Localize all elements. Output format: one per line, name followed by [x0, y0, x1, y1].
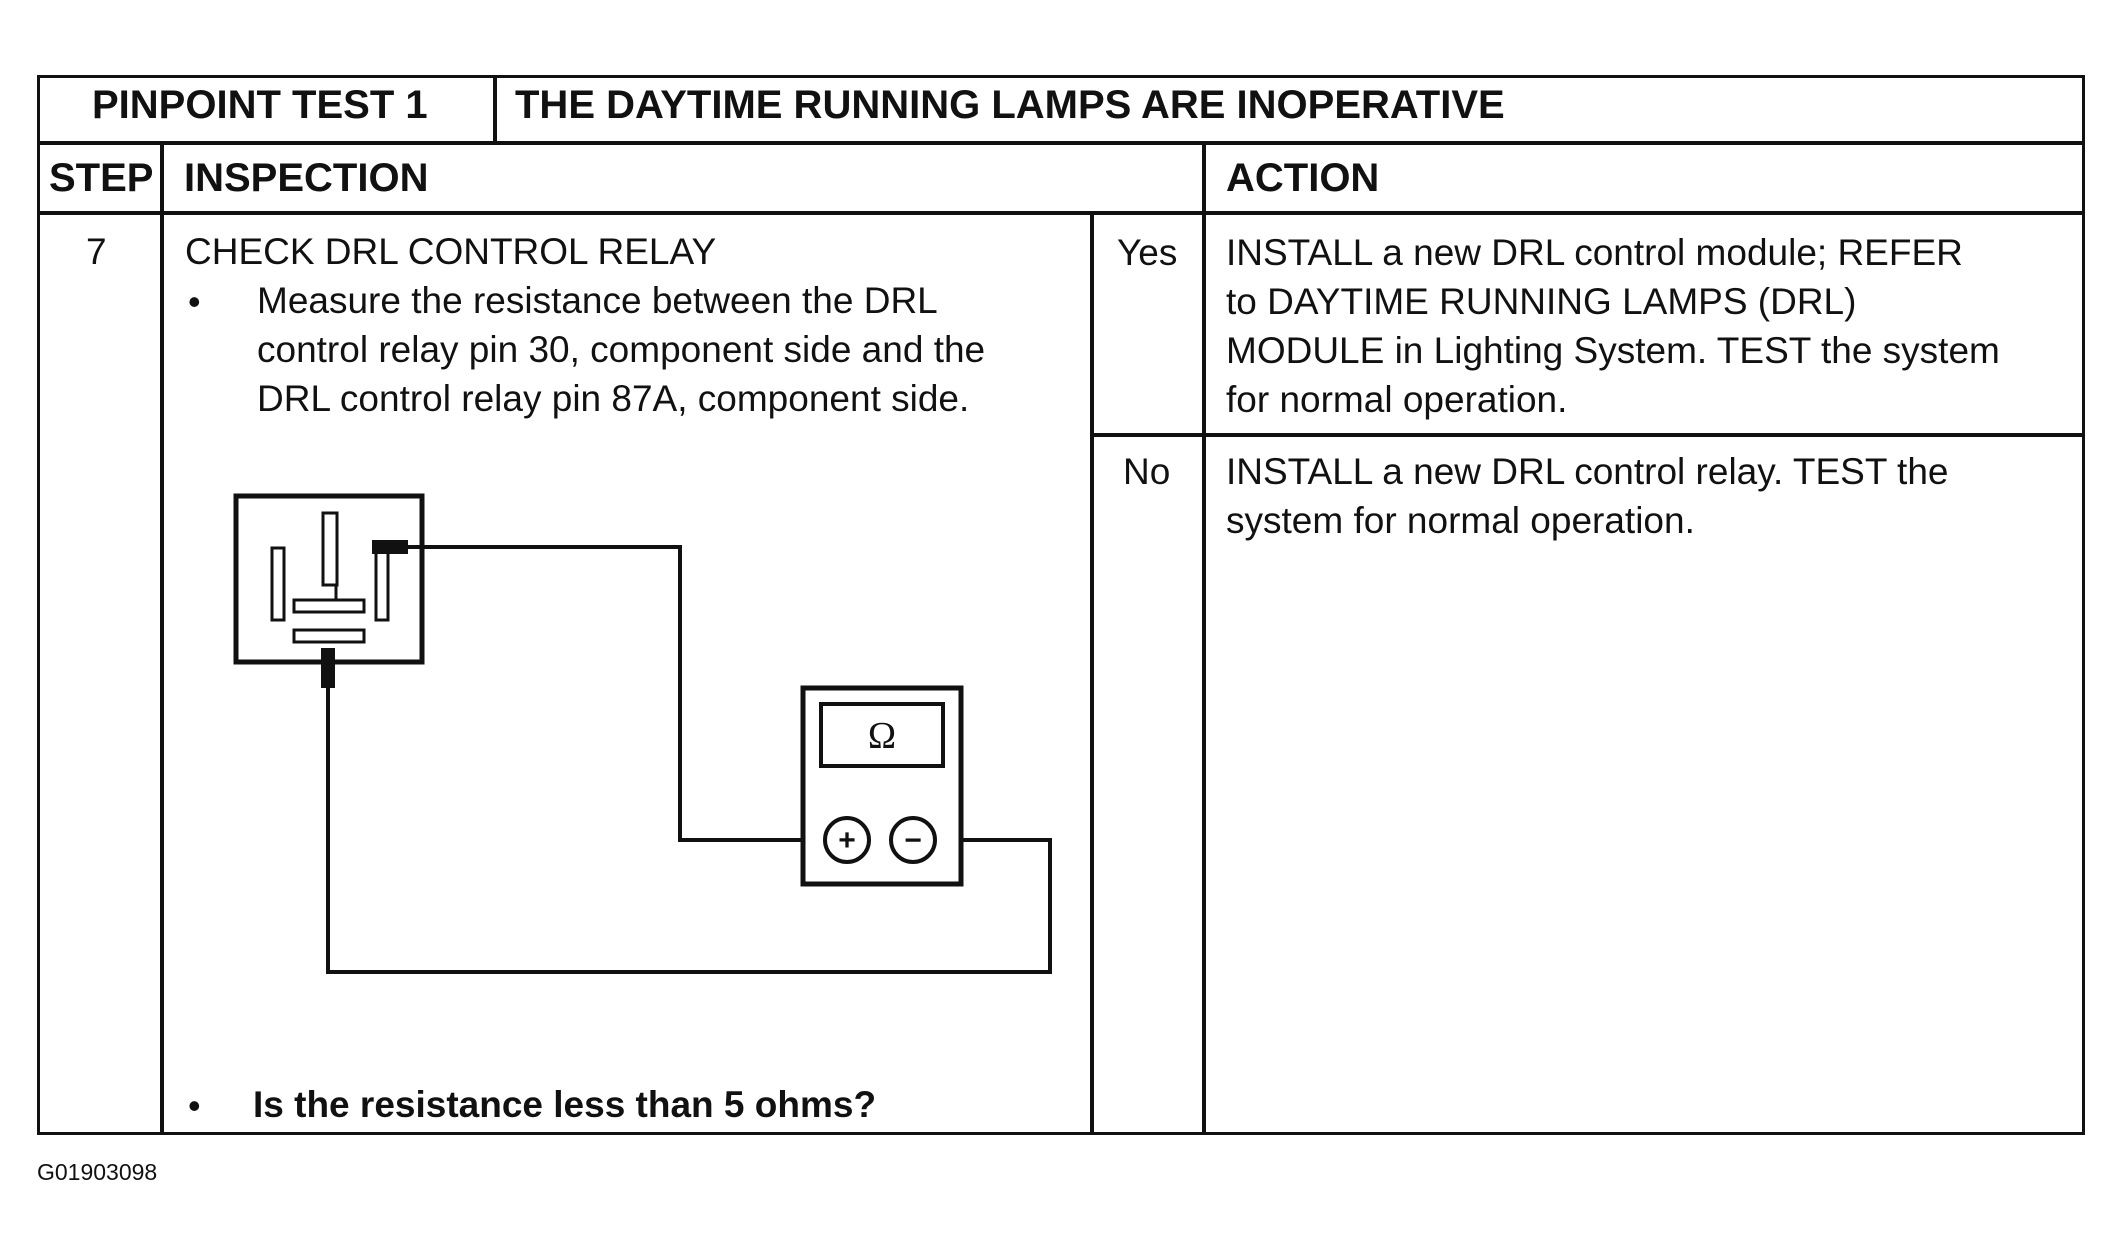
answer-yes-line-3: MODULE in Lighting System. TEST the syst… [1226, 330, 2000, 371]
positive-probe-tip [372, 540, 408, 554]
instruction-line-3: DRL control relay pin 87A, component sid… [257, 378, 970, 419]
answer-no-line-2: system for normal operation. [1226, 500, 1695, 541]
answer-yes-line-1: INSTALL a new DRL control module; REFER [1226, 232, 1963, 273]
answer-divider-rule [1093, 433, 2085, 437]
answer-yes-line-2: to DAYTIME RUNNING LAMPS (DRL) [1226, 281, 1857, 322]
instruction-bullet: • [188, 281, 201, 322]
column-header-step: STEP [49, 156, 154, 200]
step-title: CHECK DRL CONTROL RELAY [185, 231, 717, 272]
relay-pin [292, 598, 366, 614]
instruction-line-1: Measure the resistance between the DRL [257, 280, 938, 321]
instruction-line-2: control relay pin 30, component side and… [257, 329, 986, 370]
answer-no-line-1: INSTALL a new DRL control relay. TEST th… [1226, 451, 1949, 492]
answer-no-label: No [1123, 451, 1171, 492]
step-column-divider [160, 141, 164, 1135]
negative-terminal [889, 816, 937, 864]
column-header-inspection: INSPECTION [184, 156, 429, 200]
answer-column-divider [1090, 211, 1094, 1135]
positive-test-lead [408, 545, 820, 842]
answer-yes-label: Yes [1117, 232, 1178, 273]
column-header-rule-left [37, 211, 2085, 215]
relay-pin [292, 628, 366, 644]
relay-resistance-diagram: Ω + − [233, 493, 1052, 974]
step-number: 7 [86, 231, 107, 272]
resistance-question: Is the resistance less than 5 ohms? [253, 1084, 877, 1125]
answer-yes-line-4: for normal operation. [1226, 379, 1568, 420]
figure-id: G01903098 [37, 1159, 158, 1185]
inspection-action-divider [1202, 141, 1206, 1135]
negative-probe-tip [321, 648, 335, 688]
negative-terminal-symbol: − [904, 824, 922, 857]
ohm-symbol: Ω [868, 715, 896, 757]
test-label: PINPOINT TEST 1 [92, 83, 428, 127]
question-bullet: • [188, 1085, 201, 1126]
relay-pin [321, 511, 339, 587]
relay-pin [374, 546, 390, 622]
header-divider [493, 75, 497, 143]
relay-pin [270, 546, 286, 622]
positive-terminal [823, 816, 871, 864]
test-table-frame [37, 75, 2085, 1135]
positive-terminal-symbol: + [838, 824, 856, 857]
header-bottom-rule [37, 141, 2085, 145]
column-header-action: ACTION [1226, 156, 1380, 200]
test-title: THE DAYTIME RUNNING LAMPS ARE INOPERATIV… [515, 83, 1505, 127]
ohmmeter-display [819, 702, 945, 768]
negative-test-lead [326, 688, 1052, 974]
